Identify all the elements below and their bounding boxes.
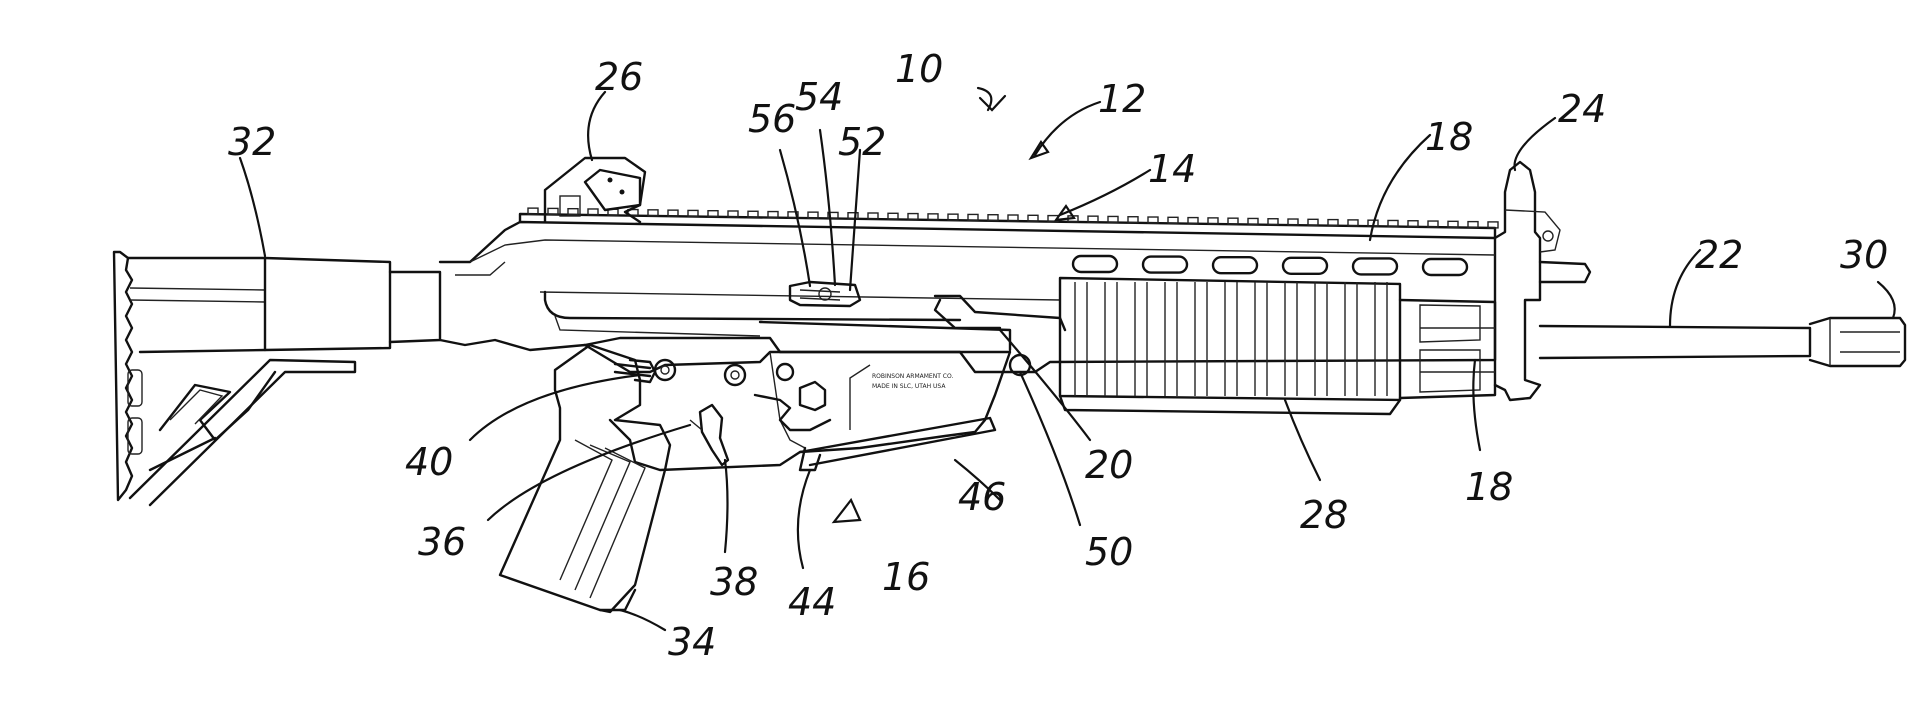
rail-tooth	[747, 210, 759, 218]
rail-tooth	[1247, 217, 1259, 226]
numeral-40: 40	[405, 440, 453, 484]
rail-tooth	[967, 213, 979, 222]
rail-tooth	[1227, 217, 1239, 225]
rail-tooth	[667, 209, 679, 217]
numeral-20: 20	[1085, 443, 1133, 487]
pistol-grip	[498, 343, 677, 614]
side-rail-teeth	[1074, 282, 1388, 396]
top-picatinny-rail	[518, 207, 1499, 240]
rail-tooth	[1187, 216, 1199, 225]
rail-tooth	[1427, 220, 1439, 228]
rail-tooth	[867, 212, 879, 220]
numeral-18-top: 18	[1425, 115, 1473, 159]
numeral-56: 56	[748, 97, 796, 141]
lower-receiver: ROBINSON ARMAMENT CO. MADE IN SLC, UTAH …	[583, 343, 1032, 472]
trigger	[689, 403, 730, 467]
rail-tooth	[727, 210, 739, 218]
numeral-36: 36	[418, 520, 466, 564]
handguard-slot	[1421, 257, 1469, 277]
handguard-slot	[1351, 257, 1399, 276]
numeral-28: 28	[1300, 493, 1348, 537]
numeral-10: 10	[895, 47, 943, 91]
rear-sight	[543, 156, 647, 224]
barrel	[1538, 316, 1907, 368]
numeral-22: 22	[1695, 233, 1743, 277]
numeral-26: 26	[595, 55, 643, 99]
charging-handle	[788, 280, 862, 308]
leader-lines	[238, 86, 1896, 632]
numeral-32: 32	[228, 120, 276, 164]
numeral-46: 46	[958, 475, 1006, 519]
numeral-44: 44	[788, 580, 836, 624]
handguard-slot	[1141, 255, 1189, 274]
rail-tooth	[1327, 218, 1339, 227]
rail-tooth	[907, 212, 919, 221]
rail-tooth	[947, 213, 959, 221]
front-sight	[1493, 160, 1592, 402]
rail-tooth	[1407, 220, 1419, 228]
rail-tooth	[807, 211, 819, 219]
handguard-slot	[1211, 256, 1259, 275]
rail-tooth	[1107, 215, 1119, 224]
numeral-18-bottom: 18	[1465, 465, 1513, 509]
receiver-stamp-line-2: MADE IN SLC, UTAH USA	[872, 383, 946, 390]
numeral-38: 38	[710, 560, 758, 604]
numeral-16: 16	[882, 555, 930, 599]
numeral-54: 54	[795, 75, 843, 119]
rail-tooth	[787, 211, 799, 219]
rail-tooth	[987, 214, 999, 222]
side-rail	[1058, 276, 1497, 416]
rail-tooth	[1447, 220, 1459, 229]
rail-tooth	[1167, 216, 1179, 225]
rail-tooth	[1027, 214, 1039, 222]
rail-tooth	[1007, 214, 1019, 222]
buttstock	[112, 250, 442, 507]
rail-tooth	[767, 210, 779, 219]
numeral-30: 30	[1840, 233, 1888, 277]
numeral-34: 34	[668, 620, 716, 664]
numeral-50: 50	[1085, 530, 1133, 574]
receiver-stamp-line-1: ROBINSON ARMAMENT CO.	[872, 373, 953, 380]
rail-tooth	[847, 212, 859, 220]
rail-tooth	[1267, 218, 1279, 226]
rail-tooth	[1127, 216, 1139, 224]
numeral-52: 52	[838, 120, 886, 164]
rail-tooth	[547, 207, 559, 216]
rail-tooth	[647, 209, 659, 217]
rail-tooth	[567, 207, 579, 216]
numeral-12: 12	[1098, 77, 1146, 121]
rail-tooth	[1307, 218, 1319, 227]
numeral-14: 14	[1148, 147, 1196, 191]
numeral-24: 24	[1558, 87, 1606, 131]
receiver	[438, 220, 1497, 374]
rail-tooth	[1287, 218, 1299, 226]
handguard-slots	[1071, 254, 1469, 277]
rail-tooth	[887, 212, 899, 220]
rail-tooth	[687, 209, 699, 218]
rail-tooth	[827, 211, 839, 220]
rail-tooth	[1467, 220, 1479, 229]
rail-tooth	[1387, 219, 1399, 228]
rail-tooth	[1147, 216, 1159, 224]
rail-tooth	[1347, 219, 1359, 227]
rail-tooth	[707, 209, 719, 218]
rail-tooth	[1487, 221, 1499, 229]
reference-numerals: 10 12 14 16 18 18 20 22 24 26 28 30 32 3…	[228, 47, 1888, 664]
rail-tooth	[1207, 217, 1219, 225]
handguard-slot	[1281, 256, 1329, 275]
rail-tooth	[1087, 215, 1099, 223]
rail-tooth	[927, 213, 939, 221]
rail-tooth	[527, 207, 539, 215]
handguard-slot	[1071, 254, 1119, 274]
rail-tooth	[587, 208, 599, 216]
